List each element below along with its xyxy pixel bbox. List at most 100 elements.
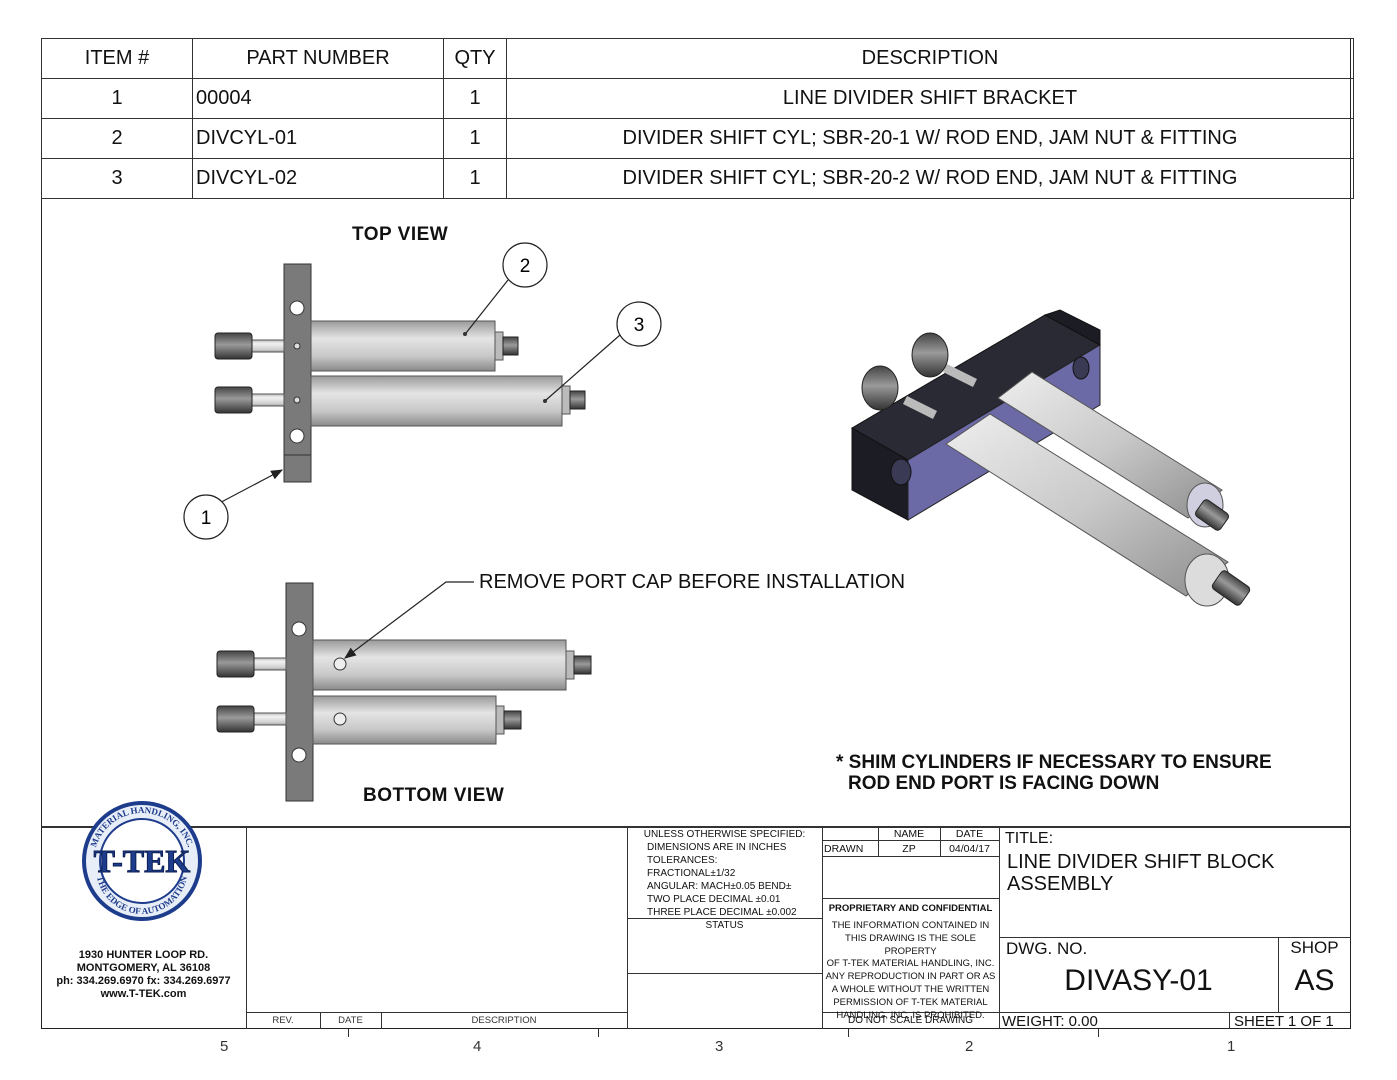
shim-note-line-2: ROD END PORT IS FACING DOWN [848,773,1160,794]
zone-marker: 3 [715,1038,724,1055]
balloon-1: 1 [183,494,229,540]
bom-qty: 1 [443,158,507,199]
dwg-no-label: DWG. NO. [1006,939,1088,958]
zone-tick [348,1029,349,1037]
divider [1229,1012,1230,1029]
rev-description-header: DESCRIPTION [471,1015,537,1026]
drawing-number: DIVASY-01 [1064,964,1213,997]
zone-marker: 5 [220,1038,229,1055]
divider [246,1012,627,1013]
zone-tick [848,1029,849,1037]
bom-item: 3 [41,158,193,199]
title-label: TITLE: [1005,830,1054,847]
bom-part-number: DIVCYL-02 [192,158,444,199]
divider [822,856,999,857]
bottom-view-label: BOTTOM VIEW [363,785,505,806]
proprietary-heading: PROPRIETARY AND CONFIDENTIAL [828,903,993,914]
proprietary-line: THIS DRAWING IS THE SOLE PROPERTY [845,932,976,957]
bom-qty: 1 [443,78,507,119]
balloon-number: 1 [201,508,212,529]
phone-line: ph: 334.269.6970 fx: 334.269.6977 [56,975,231,987]
table-row: 1 00004 1 LINE DIVIDER SHIFT BRACKET [41,78,1354,119]
isometric-view [851,309,1251,607]
balloon-number: 3 [634,315,645,336]
address-line-2: MONTGOMERY, AL 36108 [76,962,211,974]
divider [246,826,247,1029]
bom-header-part-number: PART NUMBER [192,38,444,79]
drawn-label: DRAWN [824,843,864,855]
zone-tick [1098,1029,1099,1037]
divider [627,973,822,974]
divider [878,826,879,856]
divider [999,826,1000,1029]
divider [1278,937,1279,1012]
tolerance-line: ANGULAR: MACH±0.05 BEND± [647,881,792,892]
zone-marker: 1 [1227,1038,1236,1055]
divider [999,937,1351,938]
website: www.T-TEK.com [100,988,187,1000]
proprietary-line: OF T-TEK MATERIAL HANDLING, INC. [826,958,995,970]
bill-of-materials-table: ITEM # PART NUMBER QTY DESCRIPTION 1 000… [41,38,1354,199]
bom-header-row: ITEM # PART NUMBER QTY DESCRIPTION [41,38,1354,79]
weight: WEIGHT: 0.00 [1002,1013,1098,1030]
title-block-top-border [41,826,1351,828]
proprietary-line: ANY REPRODUCTION IN PART OR AS [825,971,996,983]
sheet-number: SHEET 1 OF 1 [1234,1013,1334,1030]
tolerance-line: FRACTIONAL±1/32 [647,868,736,879]
divider [940,826,941,856]
proprietary-text: THE INFORMATION CONTAINED IN THIS DRAWIN… [822,920,999,1022]
divider [822,1012,1351,1013]
balloon-3: 3 [616,301,662,347]
zone-marker: 4 [473,1038,482,1055]
balloon-2-leader [465,279,509,334]
top-view [214,263,586,483]
tolerance-line: UNLESS OTHERWISE SPECIFIED: [643,829,806,840]
shim-note-line-1: * SHIM CYLINDERS IF NECESSARY TO ENSURE [836,752,1272,773]
do-not-scale-note: DO NOT SCALE DRAWING [847,1015,973,1026]
proprietary-line: PERMISSION OF T-TEK MATERIAL [833,996,988,1008]
company-logo: T-TEK MATERIAL HANDLING, INC. THE EDGE O… [82,801,202,921]
table-row: 2 DIVCYL-01 1 DIVIDER SHIFT CYL; SBR-20-… [41,118,1354,159]
top-view-label: TOP VIEW [352,224,449,245]
drawing-title-line-1: LINE DIVIDER SHIFT BLOCK [1007,851,1275,873]
divider [381,1012,382,1029]
divider [320,1012,321,1029]
proprietary-line: A WHOLE WITHOUT THE WRITTEN [831,983,990,995]
balloon-number: 2 [520,256,531,277]
tolerance-line: DIMENSIONS ARE IN INCHES [647,842,787,853]
proprietary-line: HANDLING, INC. IS PROHIBITED. [836,1009,985,1021]
divider [822,898,999,899]
port-cap-leader [344,581,474,659]
table-row: 3 DIVCYL-02 1 DIVIDER SHIFT CYL; SBR-20-… [41,158,1354,199]
balloon-3-leader [545,334,621,401]
signoff-date-header: DATE [955,828,984,840]
address-line-1: 1930 HUNTER LOOP RD. [78,949,209,961]
balloon-2: 2 [502,242,548,288]
svg-text:T-TEK: T-TEK [94,843,191,879]
port-cap-note: REMOVE PORT CAP BEFORE INSTALLATION [479,571,906,593]
drawn-date: 04/04/17 [949,843,990,855]
bom-description: LINE DIVIDER SHIFT BRACKET [506,78,1354,119]
drawing-title-line-2: ASSEMBLY [1007,873,1114,895]
tolerance-line: TOLERANCES: [647,855,718,866]
tolerance-line: THREE PLACE DECIMAL ±0.002 [647,907,797,918]
bom-description: DIVIDER SHIFT CYL; SBR-20-1 W/ ROD END, … [506,118,1354,159]
divider [627,826,628,1029]
status-label: STATUS [705,920,744,931]
rev-date-header: DATE [338,1015,363,1026]
rev-header: REV. [272,1015,294,1026]
proprietary-line: THE INFORMATION CONTAINED IN [831,920,990,931]
tolerance-block: UNLESS OTHERWISE SPECIFIED: DIMENSIONS A… [629,828,820,919]
drawing-title: LINE DIVIDER SHIFT BLOCK ASSEMBLY [1007,851,1274,895]
zone-tick [598,1029,599,1037]
zone-marker: 2 [965,1038,974,1055]
divider [627,918,822,919]
bom-qty: 1 [443,118,507,159]
signoff-name-header: NAME [893,828,925,840]
shop-label: SHOP [1290,938,1339,957]
bottom-view [216,582,592,802]
tolerance-line: TWO PLACE DECIMAL ±0.01 [647,894,781,905]
drawn-name: ZP [902,843,916,855]
divider [822,840,999,841]
